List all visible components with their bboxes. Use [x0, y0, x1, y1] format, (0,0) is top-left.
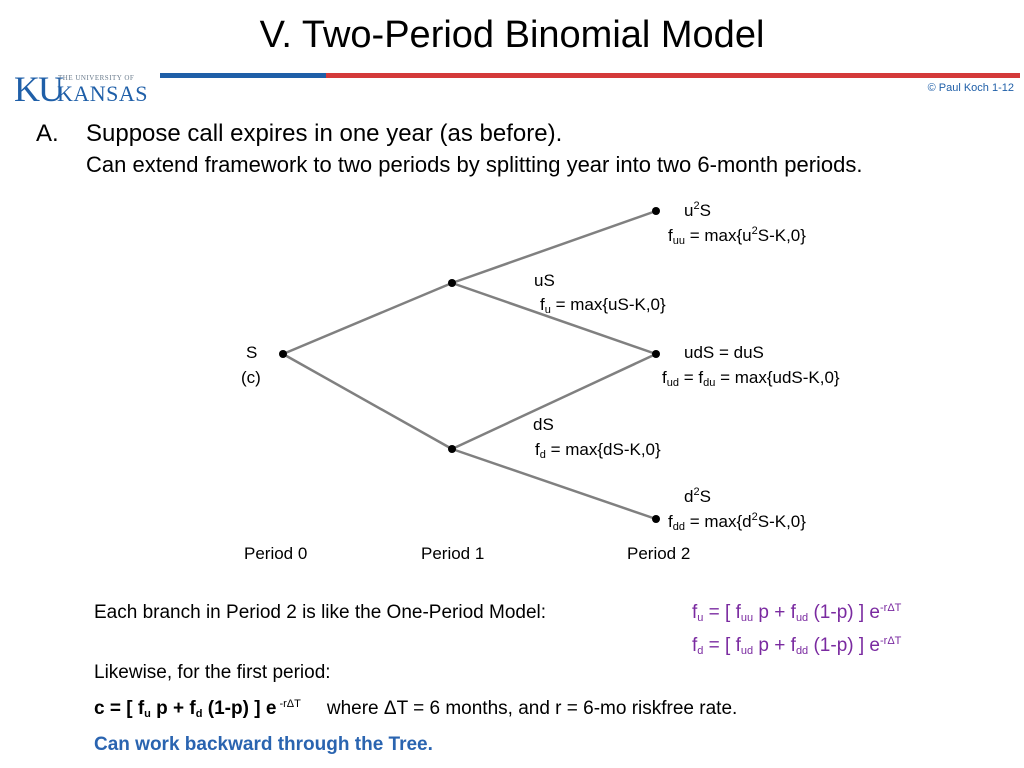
label-fdd: fdd = max{d2S-K,0}: [668, 511, 806, 533]
point-marker: A.: [36, 120, 59, 147]
edge-us-uus: [451, 209, 657, 285]
label-s: S: [246, 343, 258, 362]
edge-ds-uds: [451, 352, 657, 451]
logo-kansas: KANSAS: [57, 81, 149, 106]
label-fd: fd = max{dS-K,0}: [535, 440, 661, 461]
slide-title: V. Two-Period Binomial Model: [259, 14, 765, 56]
header-bar-blue: [160, 73, 326, 78]
node-ds: [448, 445, 456, 453]
backward-note: Can work backward through the Tree.: [94, 734, 433, 755]
label-fud: fud = fdu = max{udS-K,0}: [662, 368, 840, 389]
label-dds: d2S: [684, 486, 711, 506]
label-uds: udS = duS: [684, 343, 764, 362]
point-text: Suppose call expires in one year (as bef…: [86, 120, 563, 147]
label-fuu: fuu = max{u2S-K,0}: [668, 225, 806, 247]
label-ds: dS: [533, 415, 554, 434]
node-s: [279, 350, 287, 358]
period-0-label: Period 0: [244, 544, 308, 563]
node-uds: [652, 350, 660, 358]
first-period-note: Likewise, for the first period:: [94, 662, 331, 683]
edge-us-uds: [451, 281, 657, 356]
label-fu: fu = max{uS-K,0}: [540, 295, 666, 316]
equation-fu: fu = [ fuu p + fud (1-p) ] e-rΔT: [692, 602, 902, 624]
edge-s-us: [282, 281, 453, 356]
period-2-label: Period 2: [627, 544, 691, 563]
point-subtext: Can extend framework to two periods by s…: [86, 152, 863, 177]
branch-note: Each branch in Period 2 is like the One-…: [94, 602, 547, 623]
equation-fd: fd = [ fud p + fdd (1-p) ] e-rΔT: [692, 635, 902, 657]
edge-s-ds: [282, 352, 453, 451]
ku-logo: KU THE UNIVERSITY OF KANSAS: [14, 70, 156, 108]
label-us: uS: [534, 271, 555, 290]
copyright: © Paul Koch 1-12: [927, 82, 1014, 94]
node-uus: [652, 207, 660, 215]
header-bar-red: [326, 73, 1020, 78]
logo-university: THE UNIVERSITY OF: [58, 74, 135, 82]
logo-ku: KU: [14, 69, 64, 109]
node-dds: [652, 515, 660, 523]
period-1-label: Period 1: [421, 544, 485, 563]
label-uus: u2S: [684, 200, 711, 220]
edge-ds-dds: [451, 447, 657, 521]
label-c: (c): [241, 368, 261, 387]
node-us: [448, 279, 456, 287]
